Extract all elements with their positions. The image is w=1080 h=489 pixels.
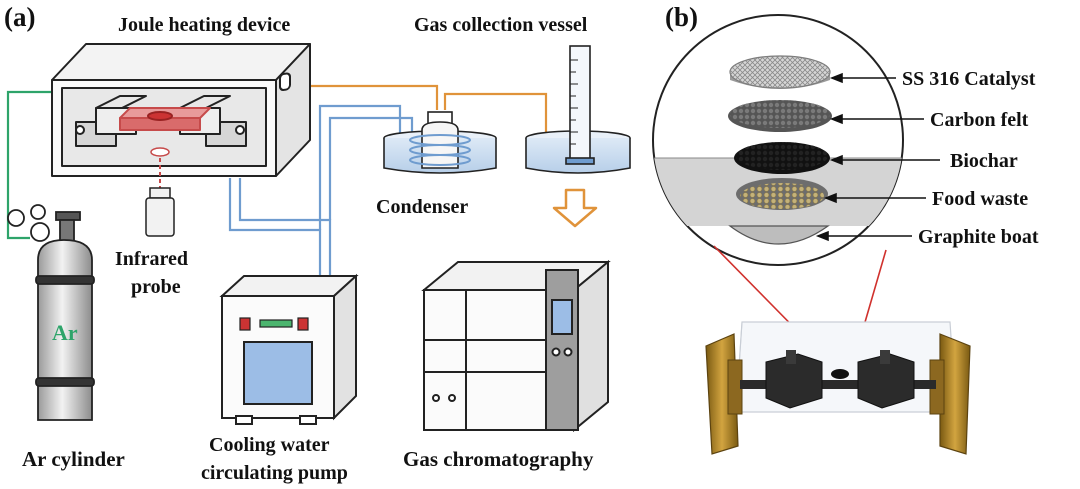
ar-cylinder-label: Ar cylinder — [22, 447, 125, 471]
cooling-line-outer — [228, 178, 322, 282]
condenser — [383, 111, 497, 174]
infrared-probe — [145, 158, 175, 237]
gas-line-to-condenser — [280, 84, 439, 110]
gas-line-to-vessel — [443, 92, 548, 138]
argon-line — [6, 90, 52, 240]
cooling-pump — [219, 273, 359, 425]
cooling-line-inner — [238, 178, 332, 282]
gas-vessel-label: Gas collection vessel — [414, 14, 588, 36]
layer-label-food-waste: Food waste — [932, 188, 1028, 210]
joule-fixture — [705, 321, 971, 455]
infrared-label-line2: probe — [131, 276, 181, 298]
panel-label-b: (b) — [665, 2, 698, 32]
layer-label-catalyst: SS 316 Catalyst — [902, 68, 1036, 90]
gas-collection-vessel — [525, 45, 631, 174]
cooling-line-to-condenser-1 — [318, 104, 402, 230]
tubing — [6, 84, 548, 282]
panel-label-a: (a) — [4, 2, 35, 32]
condenser-label: Condenser — [376, 196, 468, 218]
cooling-label-line1: Cooling water — [209, 434, 330, 456]
joule-heating-device — [51, 43, 311, 177]
ar-cylinder — [7, 204, 95, 421]
leader-arrows — [815, 72, 940, 242]
cooling-line-to-condenser-2 — [328, 116, 414, 220]
cooling-label-line2: circulating pump — [201, 462, 348, 484]
exploded-view — [652, 14, 904, 266]
layer-label-biochar: Biochar — [950, 150, 1018, 172]
gc-label: Gas chromatography — [403, 447, 594, 471]
joule-heating-label: Joule heating device — [118, 14, 290, 36]
infrared-label-line1: Infrared — [115, 248, 188, 270]
layer-label-carbon-felt: Carbon felt — [930, 109, 1029, 131]
ar-gas-label: Ar — [52, 320, 78, 345]
gas-chromatograph — [421, 259, 611, 433]
layer-label-graphite-boat: Graphite boat — [918, 226, 1039, 248]
flow-arrow-icon — [552, 188, 598, 228]
